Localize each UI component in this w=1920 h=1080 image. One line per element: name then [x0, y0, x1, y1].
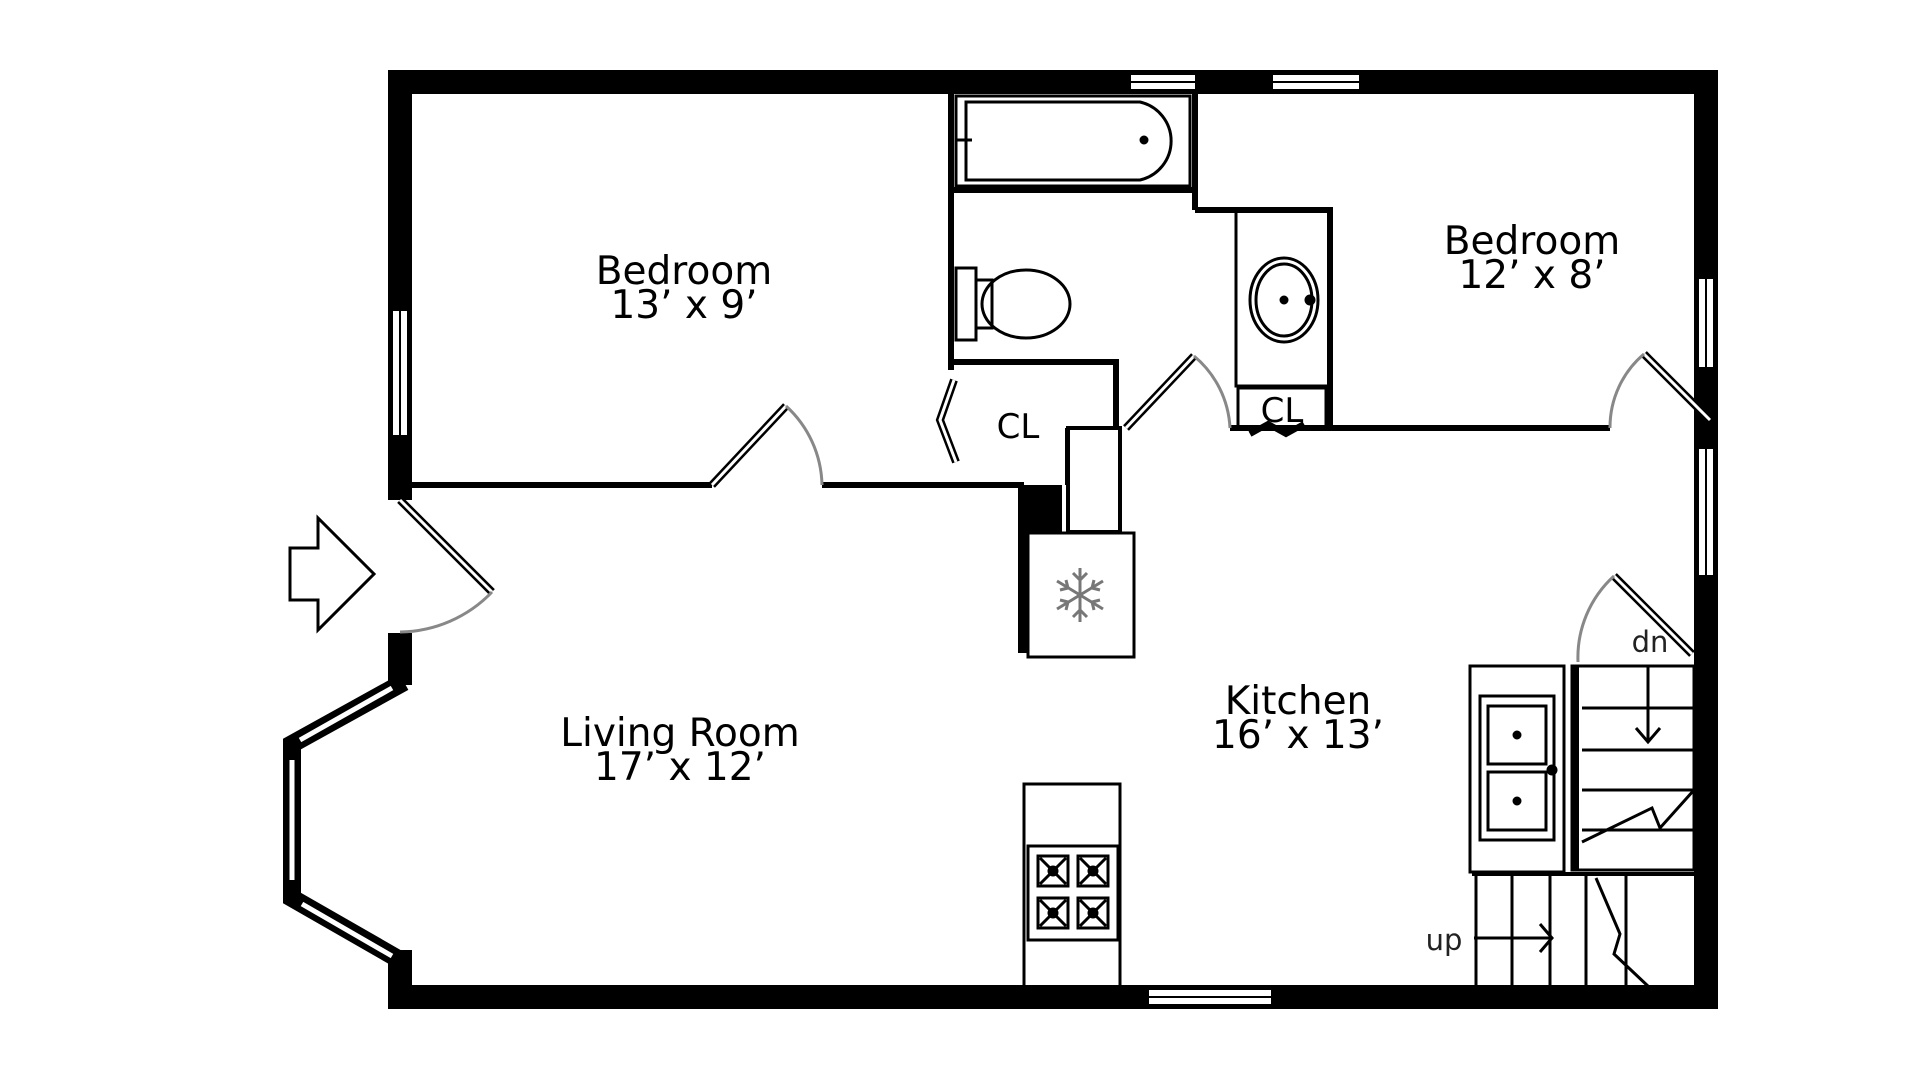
bedroom-right-name: Bedroom [1444, 219, 1620, 264]
bedroom-left-name: Bedroom [596, 249, 772, 294]
sink [1248, 256, 1320, 344]
kitchen-sink [1468, 664, 1566, 874]
kitchen-name: Kitchen [1225, 679, 1372, 724]
vanity-enclosure [1234, 208, 1332, 430]
closet-right-label: CL [1261, 391, 1304, 431]
stairs-up-label: up [1426, 923, 1463, 957]
stairs-down-label: dn [1632, 625, 1669, 659]
entry-arrow-icon [288, 514, 377, 634]
living-room-dims: 17’ x 12’ [594, 745, 766, 790]
toilet [954, 266, 1072, 342]
bedroom-right-dims: 12’ x 8’ [1458, 253, 1605, 298]
stairs-up [1472, 872, 1694, 990]
bay-window [283, 674, 409, 968]
closet-left-label: CL [997, 407, 1040, 447]
doors [397, 351, 1713, 663]
bedroom-left-dims: 13’ x 9’ [610, 283, 757, 328]
snowflake-icon [1056, 568, 1104, 622]
bathtub [954, 94, 1192, 188]
stairs-down [1570, 664, 1696, 872]
living-room-name: Living Room [560, 711, 799, 756]
windows [391, 73, 1715, 1006]
kitchen-dims: 16’ x 13’ [1212, 713, 1384, 758]
exterior-walls [388, 70, 1718, 1009]
room-labels: Bedroom 13’ x 9’ Bedroom 12’ x 8’ Living… [560, 219, 1668, 957]
column [1018, 426, 1122, 653]
stove [1022, 782, 1122, 992]
